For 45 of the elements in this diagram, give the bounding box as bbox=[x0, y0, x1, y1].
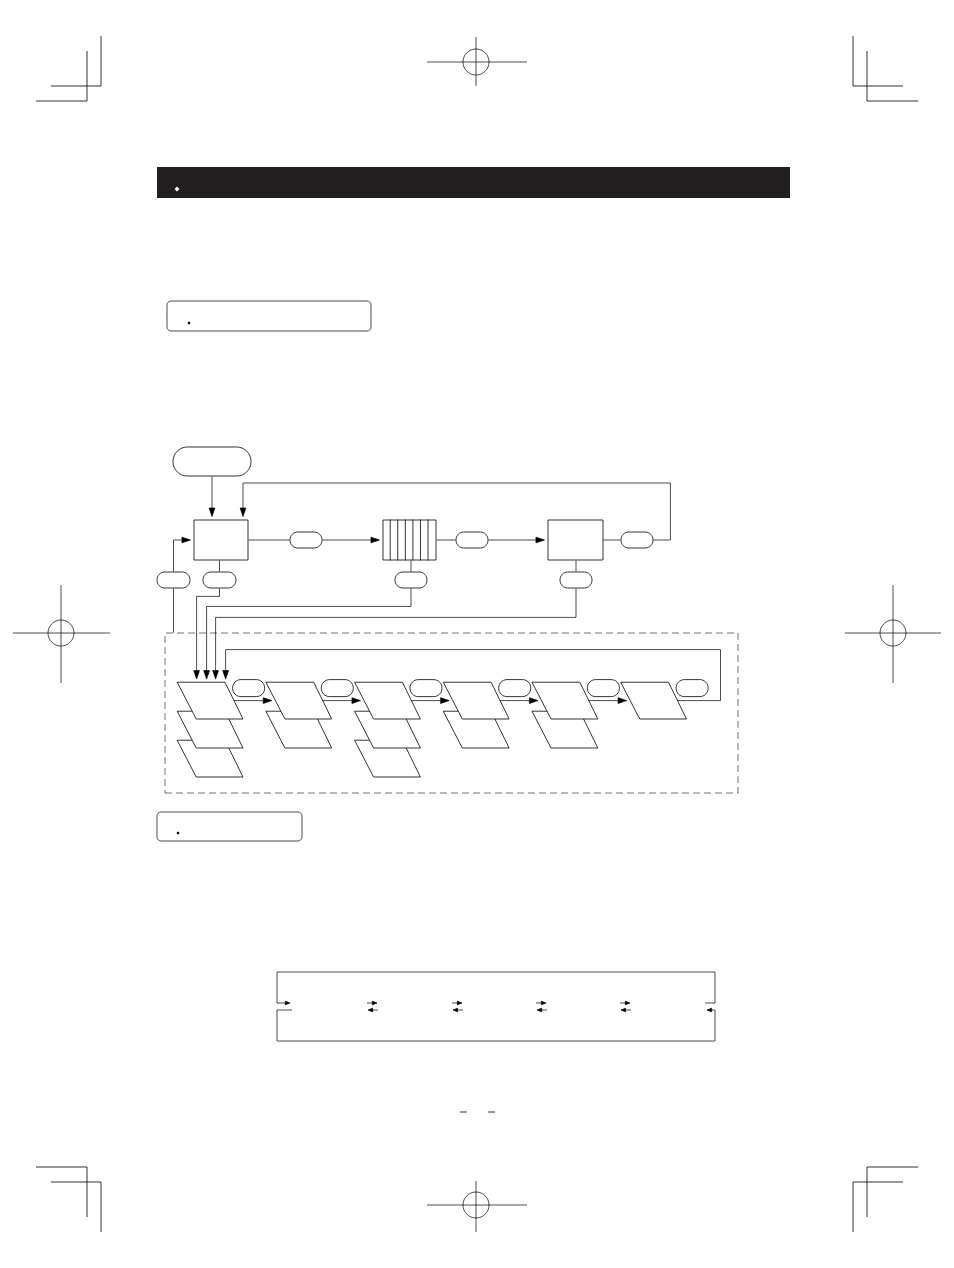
connector-line bbox=[410, 560, 412, 572]
arrow bbox=[499, 697, 539, 704]
pill-shape bbox=[498, 679, 532, 697]
pill-shape bbox=[202, 571, 237, 589]
arrow bbox=[411, 697, 450, 704]
arrow bbox=[233, 697, 273, 704]
arrow bbox=[208, 476, 216, 517]
pill-shape bbox=[455, 531, 489, 549]
pill-shape bbox=[587, 679, 620, 697]
arrow bbox=[322, 697, 361, 704]
connector-line bbox=[173, 588, 174, 633]
connector-line bbox=[219, 560, 220, 572]
connector-line bbox=[575, 560, 577, 572]
parallelogram bbox=[265, 681, 333, 720]
connector-line bbox=[248, 539, 290, 541]
pill-shape bbox=[559, 571, 593, 589]
parallelogram bbox=[176, 681, 244, 720]
pill-shape bbox=[289, 531, 323, 549]
arrow bbox=[488, 536, 545, 544]
striped-box bbox=[382, 519, 437, 561]
arrow bbox=[193, 588, 220, 680]
parallelogram bbox=[531, 681, 599, 720]
connector-line bbox=[603, 539, 621, 541]
pill-shape bbox=[675, 679, 709, 697]
pill-shape bbox=[320, 679, 354, 697]
connector-line bbox=[436, 539, 456, 541]
arrow bbox=[239, 482, 671, 541]
process-box bbox=[193, 519, 249, 561]
arrow bbox=[212, 588, 577, 680]
pill-shape bbox=[156, 571, 191, 589]
arrow bbox=[588, 697, 627, 704]
pill-shape bbox=[172, 446, 252, 477]
dashed-frame bbox=[164, 632, 739, 794]
arrow bbox=[322, 536, 380, 544]
pill-shape bbox=[620, 531, 654, 549]
arrow bbox=[203, 588, 412, 680]
pill-shape bbox=[409, 679, 443, 697]
arrow bbox=[222, 649, 721, 701]
pill-shape bbox=[232, 679, 265, 697]
arrow bbox=[173, 536, 191, 572]
pill-shape bbox=[394, 571, 428, 589]
parallelogram bbox=[442, 681, 510, 720]
process-box bbox=[547, 519, 604, 561]
parallelogram bbox=[354, 681, 421, 720]
parallelogram bbox=[620, 681, 687, 720]
